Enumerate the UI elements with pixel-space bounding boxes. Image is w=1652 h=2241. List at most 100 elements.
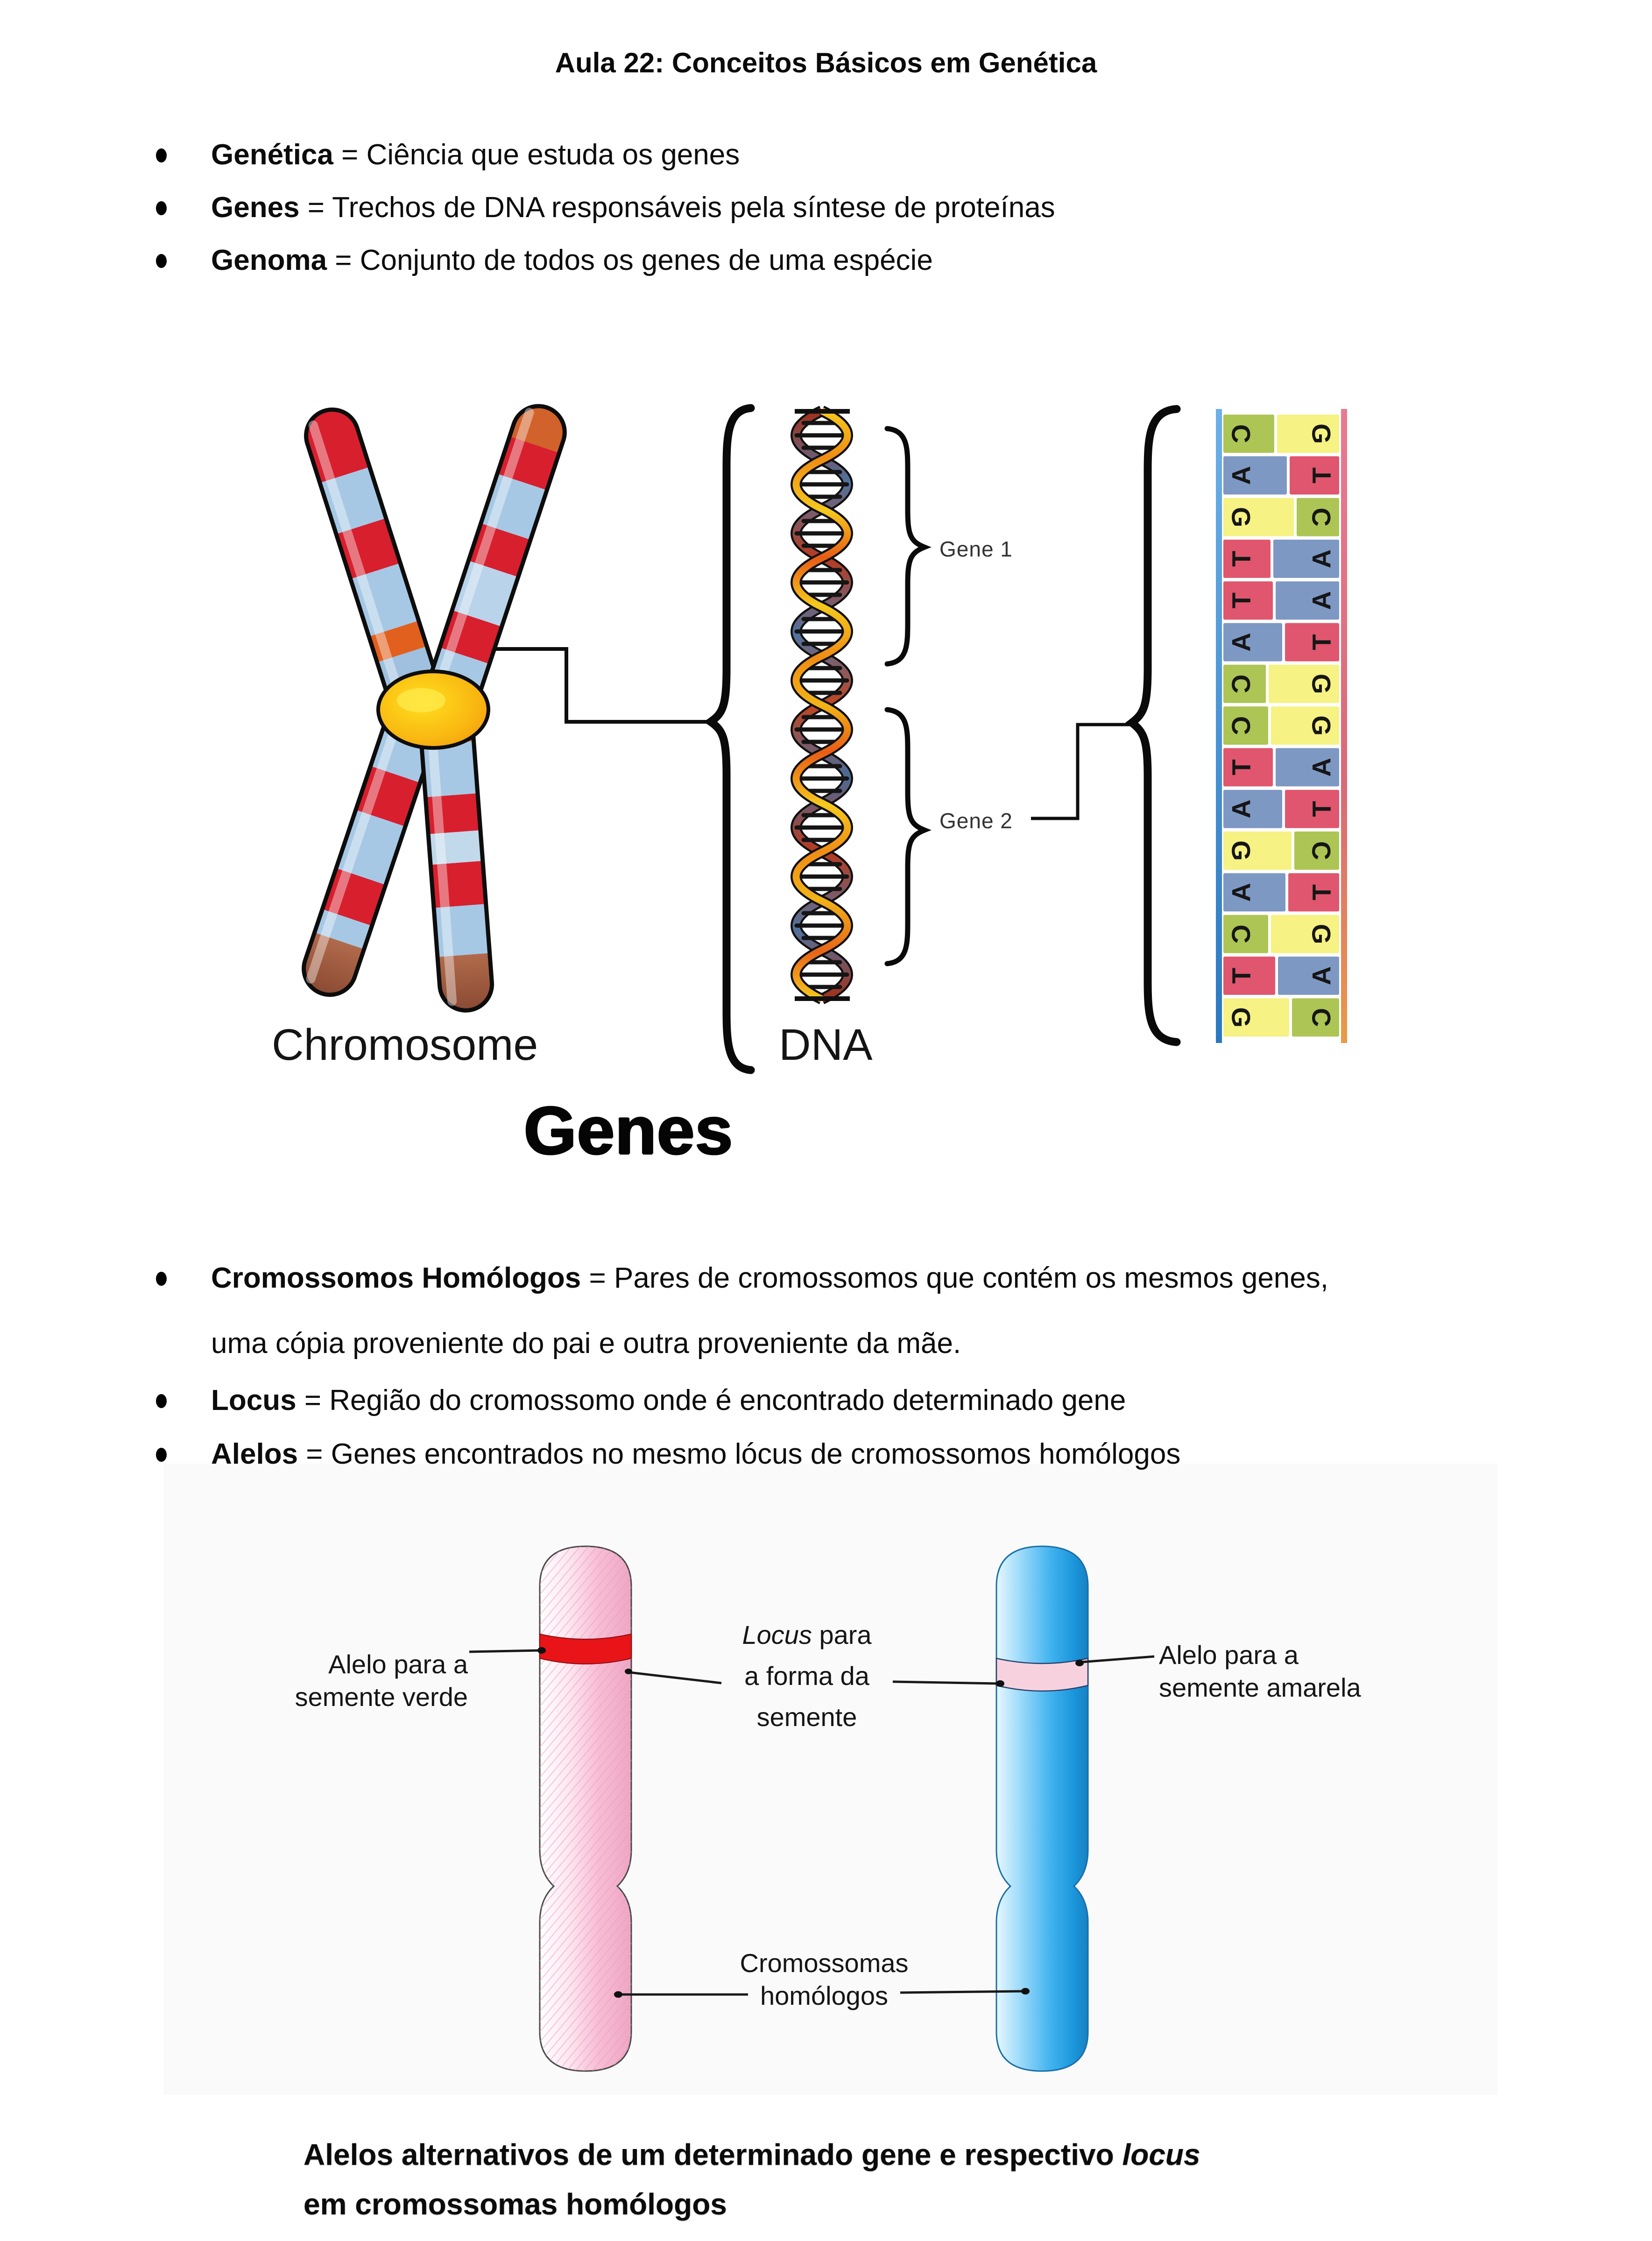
label-line: homólogos bbox=[760, 1981, 888, 2010]
base-letter: C bbox=[1227, 424, 1256, 443]
sequence-brace bbox=[1125, 405, 1181, 1046]
label-line: Alelo para a bbox=[328, 1649, 468, 1679]
base-tile bbox=[1297, 498, 1339, 536]
bullet-icon bbox=[156, 1394, 167, 1408]
base-tile bbox=[1223, 415, 1274, 453]
base-letter: T bbox=[1307, 634, 1336, 650]
list-item: Genética = Ciência que estuda os genes bbox=[154, 136, 1612, 174]
definition-term: Cromossomos Homólogos bbox=[211, 1262, 581, 1294]
gene2-brace bbox=[884, 707, 932, 966]
bullet-icon bbox=[156, 1448, 167, 1462]
base-letter: C bbox=[1227, 675, 1256, 693]
sequence-right-strand-strip bbox=[1341, 409, 1347, 1043]
figure2-connectors bbox=[469, 1647, 1155, 1998]
base-letter: G bbox=[1227, 840, 1256, 861]
gene1-brace bbox=[884, 426, 932, 667]
definition-text: = Pares de cromossomos que contém os mes… bbox=[589, 1262, 1328, 1294]
base-tile bbox=[1273, 539, 1339, 578]
base-letter: A bbox=[1227, 633, 1256, 651]
bullet-icon bbox=[156, 148, 167, 162]
definition-text: = Trechos de DNA responsáveis pela sínte… bbox=[307, 191, 1055, 224]
sequence-left-strand-strip bbox=[1216, 409, 1222, 1043]
chromosome-illustration bbox=[302, 404, 567, 1013]
base-tile bbox=[1288, 873, 1339, 912]
base-tile bbox=[1294, 832, 1339, 870]
list-item: Cromossomos Homólogos = Pares de cromoss… bbox=[154, 1246, 1546, 1376]
base-tile bbox=[1223, 498, 1294, 536]
label-line: semente bbox=[756, 1702, 857, 1732]
base-letter: G bbox=[1307, 423, 1336, 444]
label-line: para bbox=[812, 1620, 872, 1649]
label-line: Alelo para a bbox=[1159, 1640, 1299, 1670]
page-title: Aula 22: Conceitos Básicos em Genética bbox=[555, 47, 1097, 78]
base-letter: A bbox=[1307, 550, 1336, 568]
base-tile bbox=[1223, 456, 1287, 495]
base-tile bbox=[1223, 581, 1273, 620]
base-tile bbox=[1223, 706, 1268, 745]
figure2-homologous-chromosomes-diagram bbox=[469, 1545, 1155, 2072]
list-item: Genoma = Conjunto de todos os genes de u… bbox=[154, 242, 1612, 279]
base-letter: T bbox=[1307, 467, 1336, 483]
pink-chromosome bbox=[539, 1545, 632, 2072]
base-letter: T bbox=[1307, 884, 1336, 900]
definition-term: Genética bbox=[211, 139, 333, 171]
base-tile bbox=[1285, 623, 1339, 662]
yellow-seed-allele-band bbox=[995, 1657, 1089, 1692]
base-letter: T bbox=[1307, 801, 1336, 817]
base-letter: G bbox=[1307, 715, 1336, 736]
base-tile bbox=[1285, 789, 1339, 828]
dna-brace bbox=[704, 404, 755, 1074]
base-tile bbox=[1271, 706, 1339, 745]
figure2-caption: Alelos alternativos de um determinado ge… bbox=[304, 2130, 1447, 2229]
caption-locus-italic: locus bbox=[1122, 2138, 1200, 2171]
base-tile bbox=[1223, 623, 1282, 662]
base-tile bbox=[1223, 789, 1282, 828]
base-tile bbox=[1278, 956, 1339, 995]
figure2-background-panel bbox=[163, 1464, 1498, 2095]
seed-shape-locus-label: Locus para a forma da semente bbox=[713, 1614, 900, 1738]
base-tile bbox=[1271, 915, 1339, 953]
base-letter: T bbox=[1227, 551, 1256, 567]
gene2-label: Gene 2 bbox=[939, 809, 1013, 833]
base-tile bbox=[1223, 539, 1271, 578]
definition-term: Genes bbox=[211, 191, 300, 224]
centromere bbox=[376, 669, 490, 750]
label-line: Cromossomas bbox=[740, 1948, 909, 1978]
base-letter: A bbox=[1227, 883, 1256, 902]
base-letter: T bbox=[1227, 592, 1256, 608]
definition-text-line2: uma cópia proveniente do pai e outra pro… bbox=[211, 1327, 961, 1360]
bullet-icon bbox=[156, 254, 167, 268]
dna-label: DNA bbox=[779, 1020, 873, 1070]
bullet-icon bbox=[156, 1272, 167, 1286]
base-tile bbox=[1276, 581, 1339, 620]
chromosome-to-dna-connector bbox=[494, 647, 709, 724]
base-tile bbox=[1223, 956, 1275, 995]
base-tile bbox=[1223, 873, 1285, 912]
base-tile bbox=[1223, 915, 1268, 953]
yellow-seed-allele-label: Alelo para a semente amarela bbox=[1159, 1639, 1439, 1704]
base-letter: C bbox=[1227, 716, 1256, 735]
base-tile bbox=[1269, 664, 1339, 703]
base-letter: G bbox=[1227, 1007, 1256, 1028]
genes-heading: Genes bbox=[523, 1092, 734, 1168]
base-letter: A bbox=[1227, 799, 1256, 818]
base-letter: G bbox=[1307, 924, 1336, 944]
base-tile bbox=[1277, 415, 1339, 453]
base-letter: C bbox=[1307, 507, 1336, 526]
definition-term: Genoma bbox=[211, 244, 327, 276]
base-tile bbox=[1223, 664, 1266, 703]
chromosome-label: Chromosome bbox=[272, 1020, 538, 1070]
base-tile bbox=[1290, 456, 1339, 495]
base-letter: C bbox=[1307, 1008, 1336, 1027]
definition-text: = Conjunto de todos os genes de uma espé… bbox=[335, 244, 933, 276]
homologous-chromosomes-label: Cromossomas homólogos bbox=[731, 1947, 918, 2012]
list-item: Genes = Trechos de DNA responsáveis pela… bbox=[154, 189, 1612, 226]
base-letter: C bbox=[1307, 841, 1336, 860]
gene1-label: Gene 1 bbox=[939, 537, 1013, 561]
label-line: semente amarela bbox=[1159, 1673, 1361, 1702]
